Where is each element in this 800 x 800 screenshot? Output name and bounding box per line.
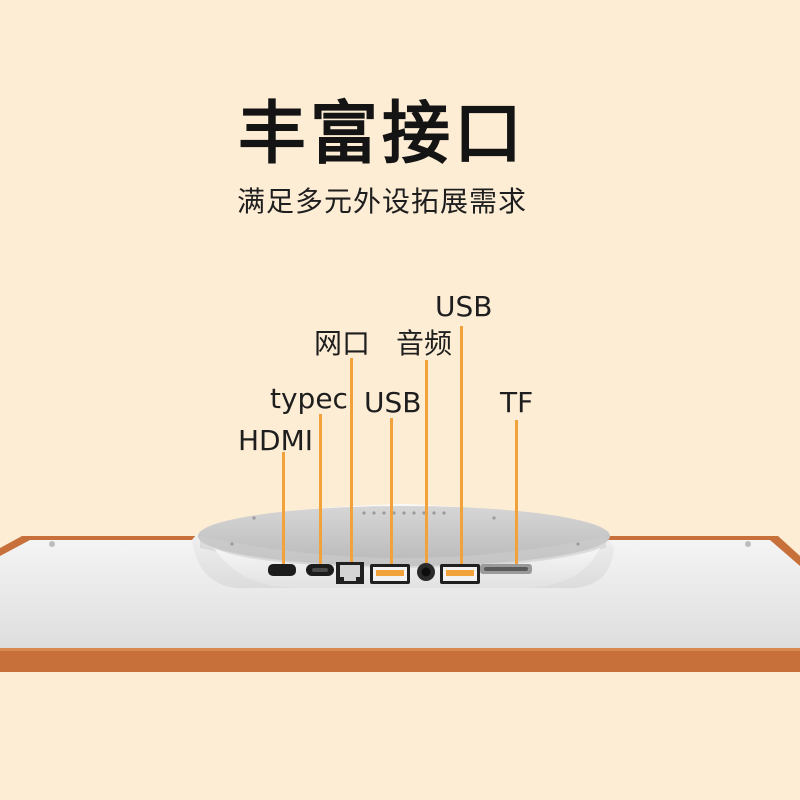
label-tf: TF xyxy=(500,386,534,419)
label-audio: 音频 xyxy=(396,327,453,360)
label-usb-2: USB xyxy=(435,290,493,323)
pointer-usb-1 xyxy=(390,418,393,564)
page-subtitle: 满足多元外设拓展需求 xyxy=(236,185,527,218)
usb-a-port-icon xyxy=(370,564,410,584)
hdmi-port-icon xyxy=(268,564,296,576)
pointer-audio xyxy=(425,360,428,563)
tf-card-slot-icon xyxy=(480,564,532,574)
ethernet-port-icon xyxy=(336,562,364,584)
label-usb-1: USB xyxy=(364,386,422,419)
pointer-usb-2 xyxy=(460,326,463,564)
pointer-ethernet xyxy=(350,358,353,562)
usb-c-port-icon xyxy=(306,564,334,576)
usb-a-port-icon-2 xyxy=(440,564,480,584)
label-ethernet: 网口 xyxy=(314,327,371,360)
pointer-tf xyxy=(515,420,518,564)
audio-jack-icon xyxy=(417,563,435,581)
label-hdmi: HDMI xyxy=(238,424,314,457)
label-typec: typec xyxy=(270,382,348,415)
pointer-hdmi xyxy=(282,452,285,564)
pointer-typec xyxy=(319,414,322,564)
page-title: 丰富接口 xyxy=(237,95,526,174)
